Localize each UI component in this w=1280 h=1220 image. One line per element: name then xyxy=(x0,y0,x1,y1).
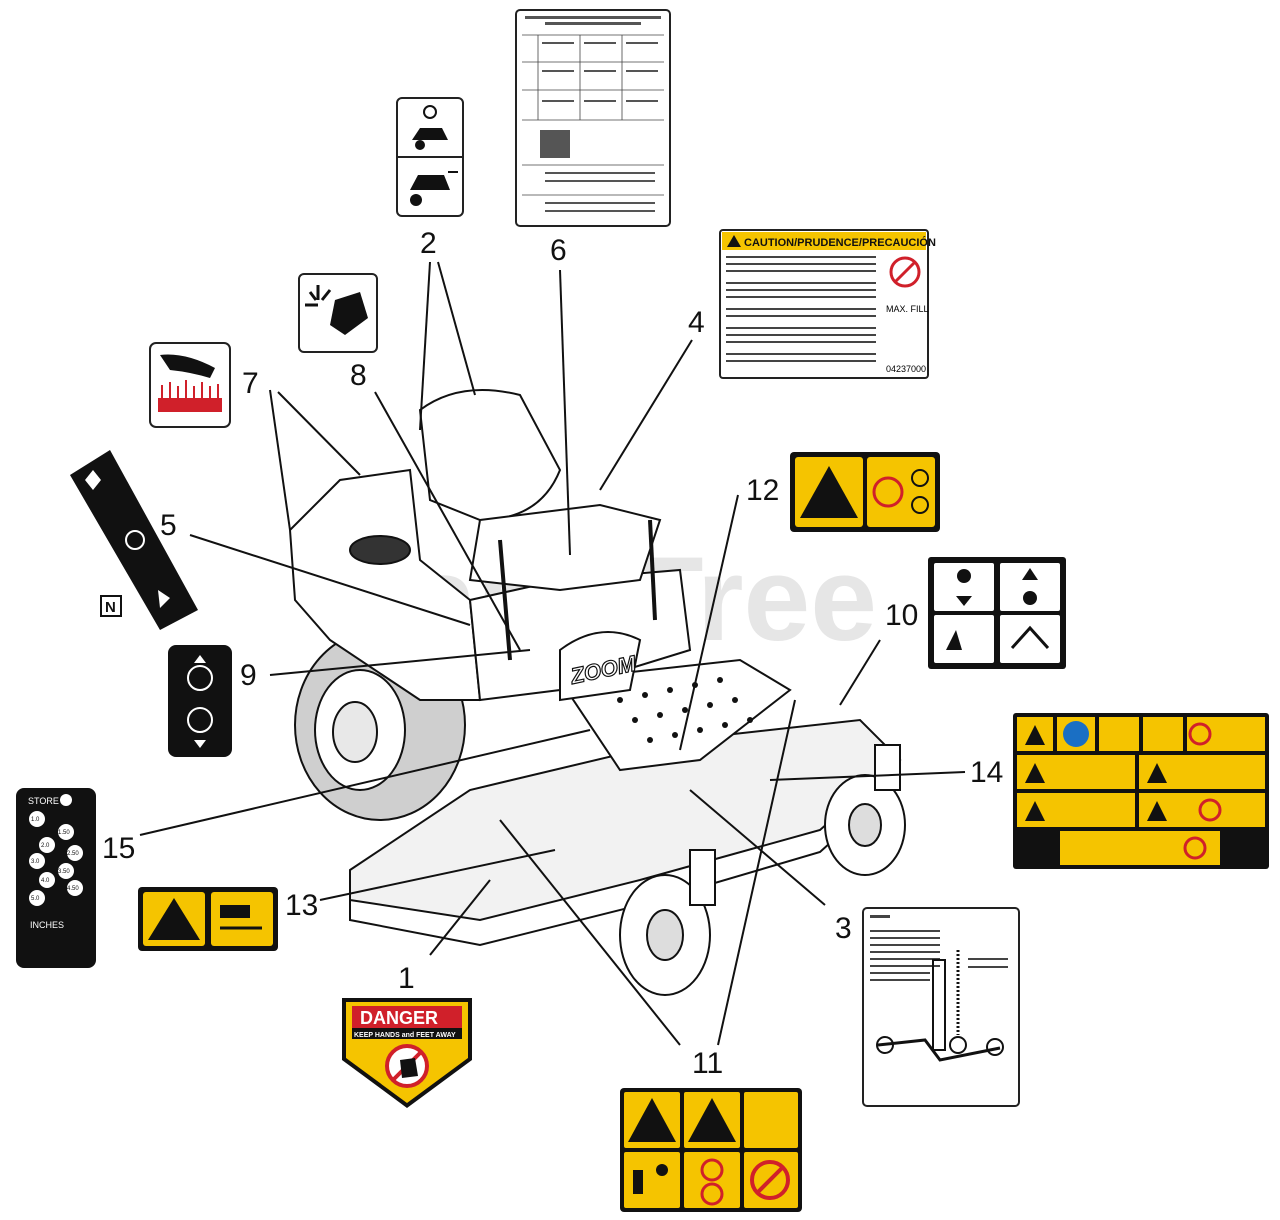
callout-13: 13 xyxy=(285,889,318,922)
height-units-label: INCHES xyxy=(30,920,64,930)
callout-3: 3 xyxy=(835,912,852,945)
height-value: 5.0 xyxy=(31,896,40,902)
callout-6: 6 xyxy=(550,234,567,267)
callout-15: 15 xyxy=(102,832,135,865)
callout-numbers: 1 2 3 4 5 6 7 8 9 10 11 12 13 14 15 xyxy=(102,227,1003,1080)
caution-maxfill: MAX. FILL xyxy=(886,304,929,314)
height-value: 4.50 xyxy=(67,886,79,892)
leader-lines xyxy=(139,261,966,1046)
decal-safety-grid xyxy=(1013,713,1269,869)
decal-burn-hazard xyxy=(298,273,378,353)
callout-11: 11 xyxy=(692,1047,723,1080)
caution-partno: 04237000 xyxy=(886,364,926,374)
decal-motion-strip: N xyxy=(70,450,198,630)
callout-5: 5 xyxy=(160,509,177,542)
callout-12: 12 xyxy=(746,474,779,507)
mower-illustration xyxy=(288,389,906,996)
decal-instruction-chart xyxy=(515,9,671,227)
decal-danger-hands-feet: DANGER KEEP HANDS and FEET AWAY xyxy=(342,998,472,1108)
callout-10: 10 xyxy=(885,599,918,632)
decal-direction-control xyxy=(928,557,1066,669)
decal-deflector-hazard xyxy=(138,887,278,951)
callout-14: 14 xyxy=(970,756,1003,789)
callout-8: 8 xyxy=(350,359,367,392)
danger-subtitle: KEEP HANDS and FEET AWAY xyxy=(354,1032,456,1039)
callout-9: 9 xyxy=(240,659,257,692)
callout-7: 7 xyxy=(242,367,259,400)
height-value: 3.0 xyxy=(31,859,40,865)
decal-belt-hazard xyxy=(790,452,940,532)
decal-blade-hazards xyxy=(620,1088,802,1212)
height-value: 1.0 xyxy=(31,817,40,823)
height-value: 2.0 xyxy=(41,843,50,849)
height-value: 1.50 xyxy=(58,830,70,836)
callout-1: 1 xyxy=(398,962,415,995)
height-value: 4.0 xyxy=(41,878,50,884)
decal-seat-lift xyxy=(396,97,464,217)
decal-belt-routing xyxy=(862,907,1020,1107)
decal-hot-surface xyxy=(149,342,231,428)
decal-caution-fuel: CAUTION/PRUDENCE/PRECAUCIÓN MAX. FILL 04… xyxy=(719,229,936,379)
callout-2: 2 xyxy=(420,227,437,260)
height-store-label: STORE xyxy=(28,796,59,806)
decal-height-of-cut: STORE 1.0 1.50 2.0 2.50 3.0 3.50 4.0 4.5… xyxy=(16,788,96,968)
danger-title: DANGER xyxy=(360,1008,438,1028)
decal-park-brake xyxy=(168,645,232,757)
height-value: 3.50 xyxy=(58,869,70,875)
height-value: 2.50 xyxy=(67,851,79,857)
caution-header: CAUTION/PRUDENCE/PRECAUCIÓN xyxy=(744,236,936,249)
callout-4: 4 xyxy=(688,306,705,339)
n-marker: N xyxy=(105,599,116,616)
